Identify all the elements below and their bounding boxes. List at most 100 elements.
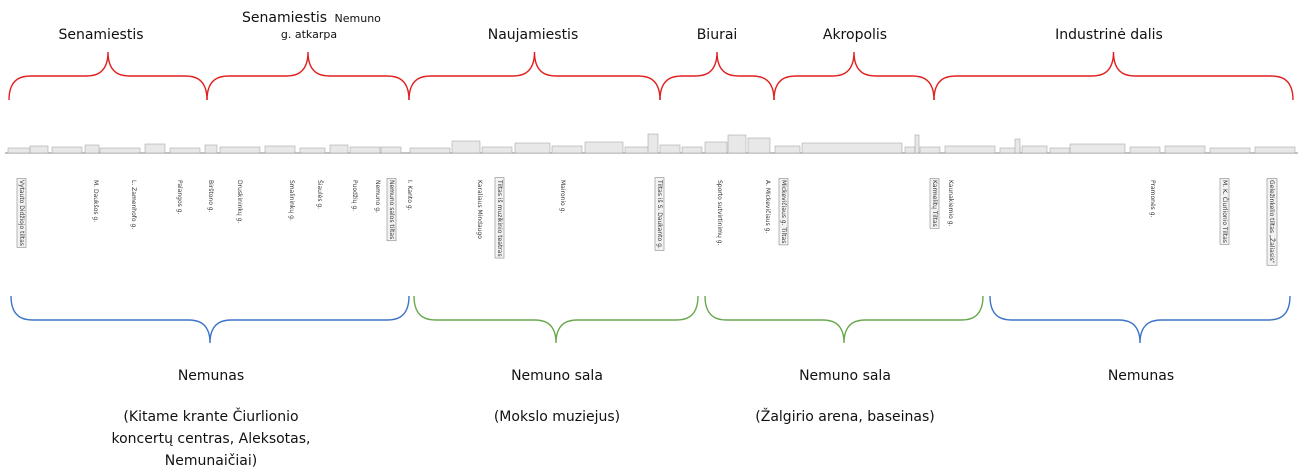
building-2 <box>29 145 49 154</box>
building-27 <box>747 137 771 154</box>
buildings <box>7 133 1296 154</box>
street-label-11: Nemuno salos tiltas <box>388 180 395 239</box>
building-42 <box>1254 146 1296 154</box>
street-label-21: Karmelitų Tiltas <box>931 180 938 227</box>
top-zone-label-nemuno-small: Nemuno <box>335 12 382 25</box>
top-zone-brace-6 <box>933 51 1294 101</box>
building-9 <box>219 146 261 154</box>
top-zone-labels: Senamiestis Senamiestis Nemuno g. atkarp… <box>58 10 1162 43</box>
building-11 <box>299 147 326 154</box>
street-label-4: Palangos g. <box>176 180 183 214</box>
building-15 <box>409 147 451 154</box>
street-box-24 <box>1266 178 1278 266</box>
street-label-1: Vytauto Didžiojo tiltas <box>18 180 25 246</box>
skyline <box>5 133 1298 154</box>
top-zone-label-akropolis: Akropolis <box>823 27 887 43</box>
street-label-10: Nemuno g. <box>374 180 381 213</box>
street-label-3: L. Zamenhofo g. <box>130 180 137 229</box>
street-label-24: Geležinkelio tiltas „Žaliasis" <box>1268 180 1276 264</box>
top-zone-brace-1 <box>8 51 208 101</box>
top-zone-label-industrine-dalis: Industrinė dalis <box>1055 27 1163 43</box>
building-36 <box>1021 145 1048 154</box>
building-41 <box>1209 147 1251 154</box>
building-5 <box>99 147 141 154</box>
street-label-7: Smalininkų g. <box>288 180 295 221</box>
street-label-13: Karaliaus Mindaugo <box>476 180 483 239</box>
bottom-zone-title-nemunas-1: Nemunas <box>178 368 244 384</box>
street-7: Smalininkų g. <box>288 180 295 221</box>
street-label-6: Druskininkų g. <box>236 180 243 223</box>
street-4: Palangos g. <box>176 180 183 214</box>
building-38 <box>1069 143 1126 154</box>
building-33 <box>944 145 996 154</box>
street-14: Tiltas iš muzikinio teatras <box>494 177 505 259</box>
street-19: Mickevičiaus g. Tiltas <box>778 178 789 246</box>
street-6: Druskininkų g. <box>236 180 243 223</box>
street-16: Tiltas iš S. Daukanto g. <box>654 177 665 251</box>
street-box-21 <box>929 178 940 229</box>
building-32 <box>919 146 941 154</box>
building-12 <box>329 144 349 154</box>
street-label-2: M. Daukšos g. <box>92 180 99 222</box>
street-13: Karaliaus Mindaugo <box>476 180 483 239</box>
street-box-16 <box>654 177 665 251</box>
building-37 <box>1049 147 1071 154</box>
street-box-14 <box>494 177 505 259</box>
building-35 <box>1014 138 1021 154</box>
bottom-zone-title-nemuno-sala-2: Nemuno sala <box>799 368 891 384</box>
street-labels: Vytauto Didžiojo tiltas M. Daukšos g. L. Z… <box>16 177 1278 266</box>
street-label-8: Šiaulės g. <box>316 180 323 209</box>
bottom-zone-brace-2 <box>413 295 699 344</box>
building-31 <box>914 134 920 154</box>
bottom-zone-braces <box>10 295 1291 344</box>
building-16 <box>451 140 481 154</box>
street-label-20: Kaunakiemio g. <box>947 180 954 227</box>
top-zone-label-senamiestis-nemuno: Senamiestis Nemuno <box>242 10 381 26</box>
street-11: Nemuno salos tiltas <box>386 178 397 242</box>
top-zone-braces <box>8 51 1294 101</box>
top-zone-label-senamiestis: Senamiestis <box>58 27 143 43</box>
street-label-14: Tiltas iš muzikinio teatras <box>496 179 503 257</box>
building-19 <box>551 145 583 154</box>
bottom-zone-title-nemunas-2: Nemunas <box>1108 368 1174 384</box>
building-26 <box>727 134 747 154</box>
street-label-17: Sporto sutvirtinimų g. <box>716 180 723 246</box>
street-20: Kaunakiemio g. <box>947 180 954 227</box>
top-zone-label-naujamiestis: Naujamiestis <box>488 27 579 43</box>
street-21: Karmelitų Tiltas <box>929 178 940 229</box>
street-label-19: Mickevičiaus g. Tiltas <box>780 180 787 243</box>
building-10 <box>264 145 296 154</box>
top-zone-label-senamiestis-2: Senamiestis <box>242 10 327 26</box>
bottom-zone-brace-4 <box>989 295 1291 344</box>
bottom-zone-note-line-2: koncertų centras, Aleksotas, <box>112 431 311 447</box>
street-box-23 <box>1219 178 1230 245</box>
street-10: Nemuno g. <box>374 180 381 213</box>
building-24 <box>681 146 703 154</box>
building-6 <box>144 143 166 154</box>
street-22: Pramonės g. <box>1149 180 1156 218</box>
building-30 <box>904 146 916 154</box>
top-zone-brace-4 <box>659 51 775 101</box>
street-label-18: A. Mickevičiaus g. <box>764 180 771 233</box>
street-box-11 <box>386 178 397 242</box>
top-zone-brace-2 <box>206 51 410 101</box>
building-39 <box>1129 146 1161 154</box>
street-label-15: Maironio g. <box>559 180 566 213</box>
street-5: Birštono g. <box>207 180 214 213</box>
street-12: I. Kanto g. <box>406 180 413 211</box>
top-zone-brace-3 <box>408 51 661 101</box>
building-29 <box>801 142 903 154</box>
bottom-zone-note-line-3: Nemunaičiai) <box>165 453 257 469</box>
building-13 <box>349 146 381 154</box>
building-7 <box>169 147 201 154</box>
bottom-zone-title-nemuno-sala-1: Nemuno sala <box>511 368 603 384</box>
street-label-5: Birštono g. <box>207 180 214 213</box>
street-18: A. Mickevičiaus g. <box>764 180 771 233</box>
building-8 <box>204 144 218 154</box>
building-28 <box>774 145 801 154</box>
building-14 <box>380 146 402 154</box>
bottom-zone-brace-3 <box>704 295 984 344</box>
building-3 <box>51 146 83 154</box>
building-21 <box>624 146 651 154</box>
